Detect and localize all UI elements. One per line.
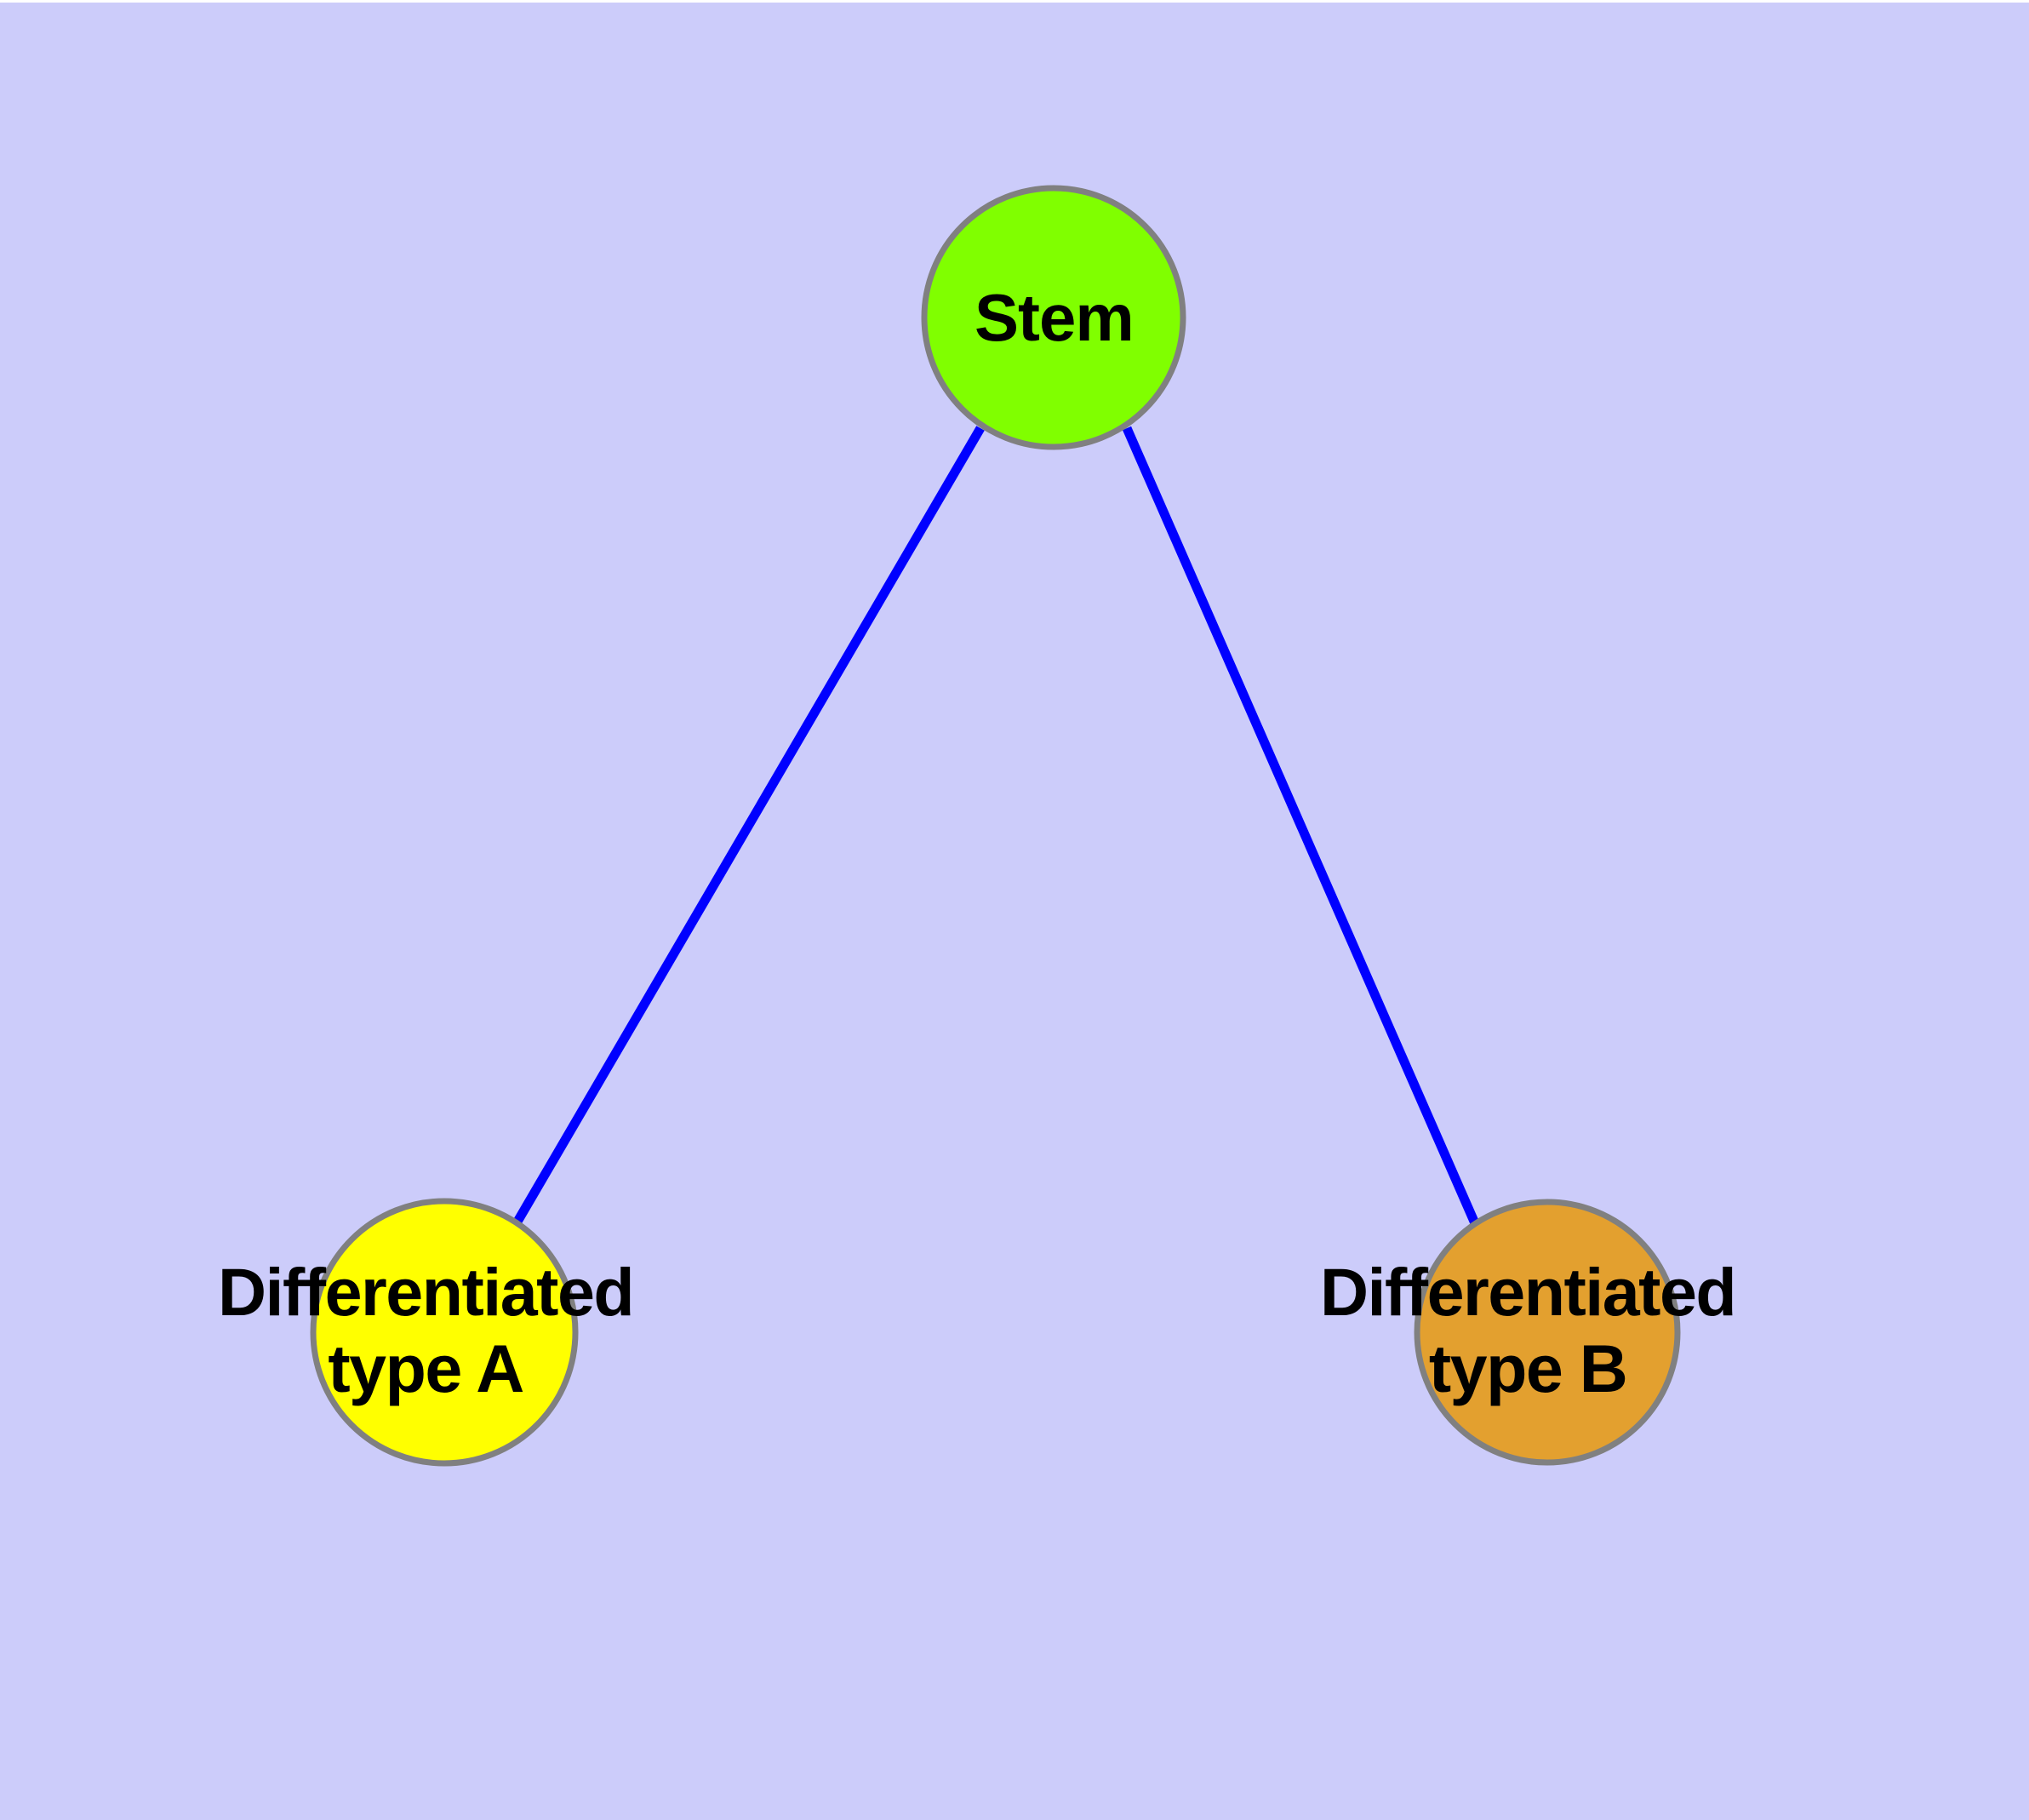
node-circle-stem[interactable] (921, 185, 1186, 450)
edge-layer (513, 426, 1480, 1226)
edge-stem-to-diff_a[interactable] (513, 426, 985, 1224)
node-circle-diff_a[interactable] (310, 1198, 579, 1467)
node-circle-diff_b[interactable] (1414, 1199, 1681, 1466)
edge-stem-to-diff_b[interactable] (1122, 426, 1480, 1226)
node-layer (310, 185, 1681, 1467)
